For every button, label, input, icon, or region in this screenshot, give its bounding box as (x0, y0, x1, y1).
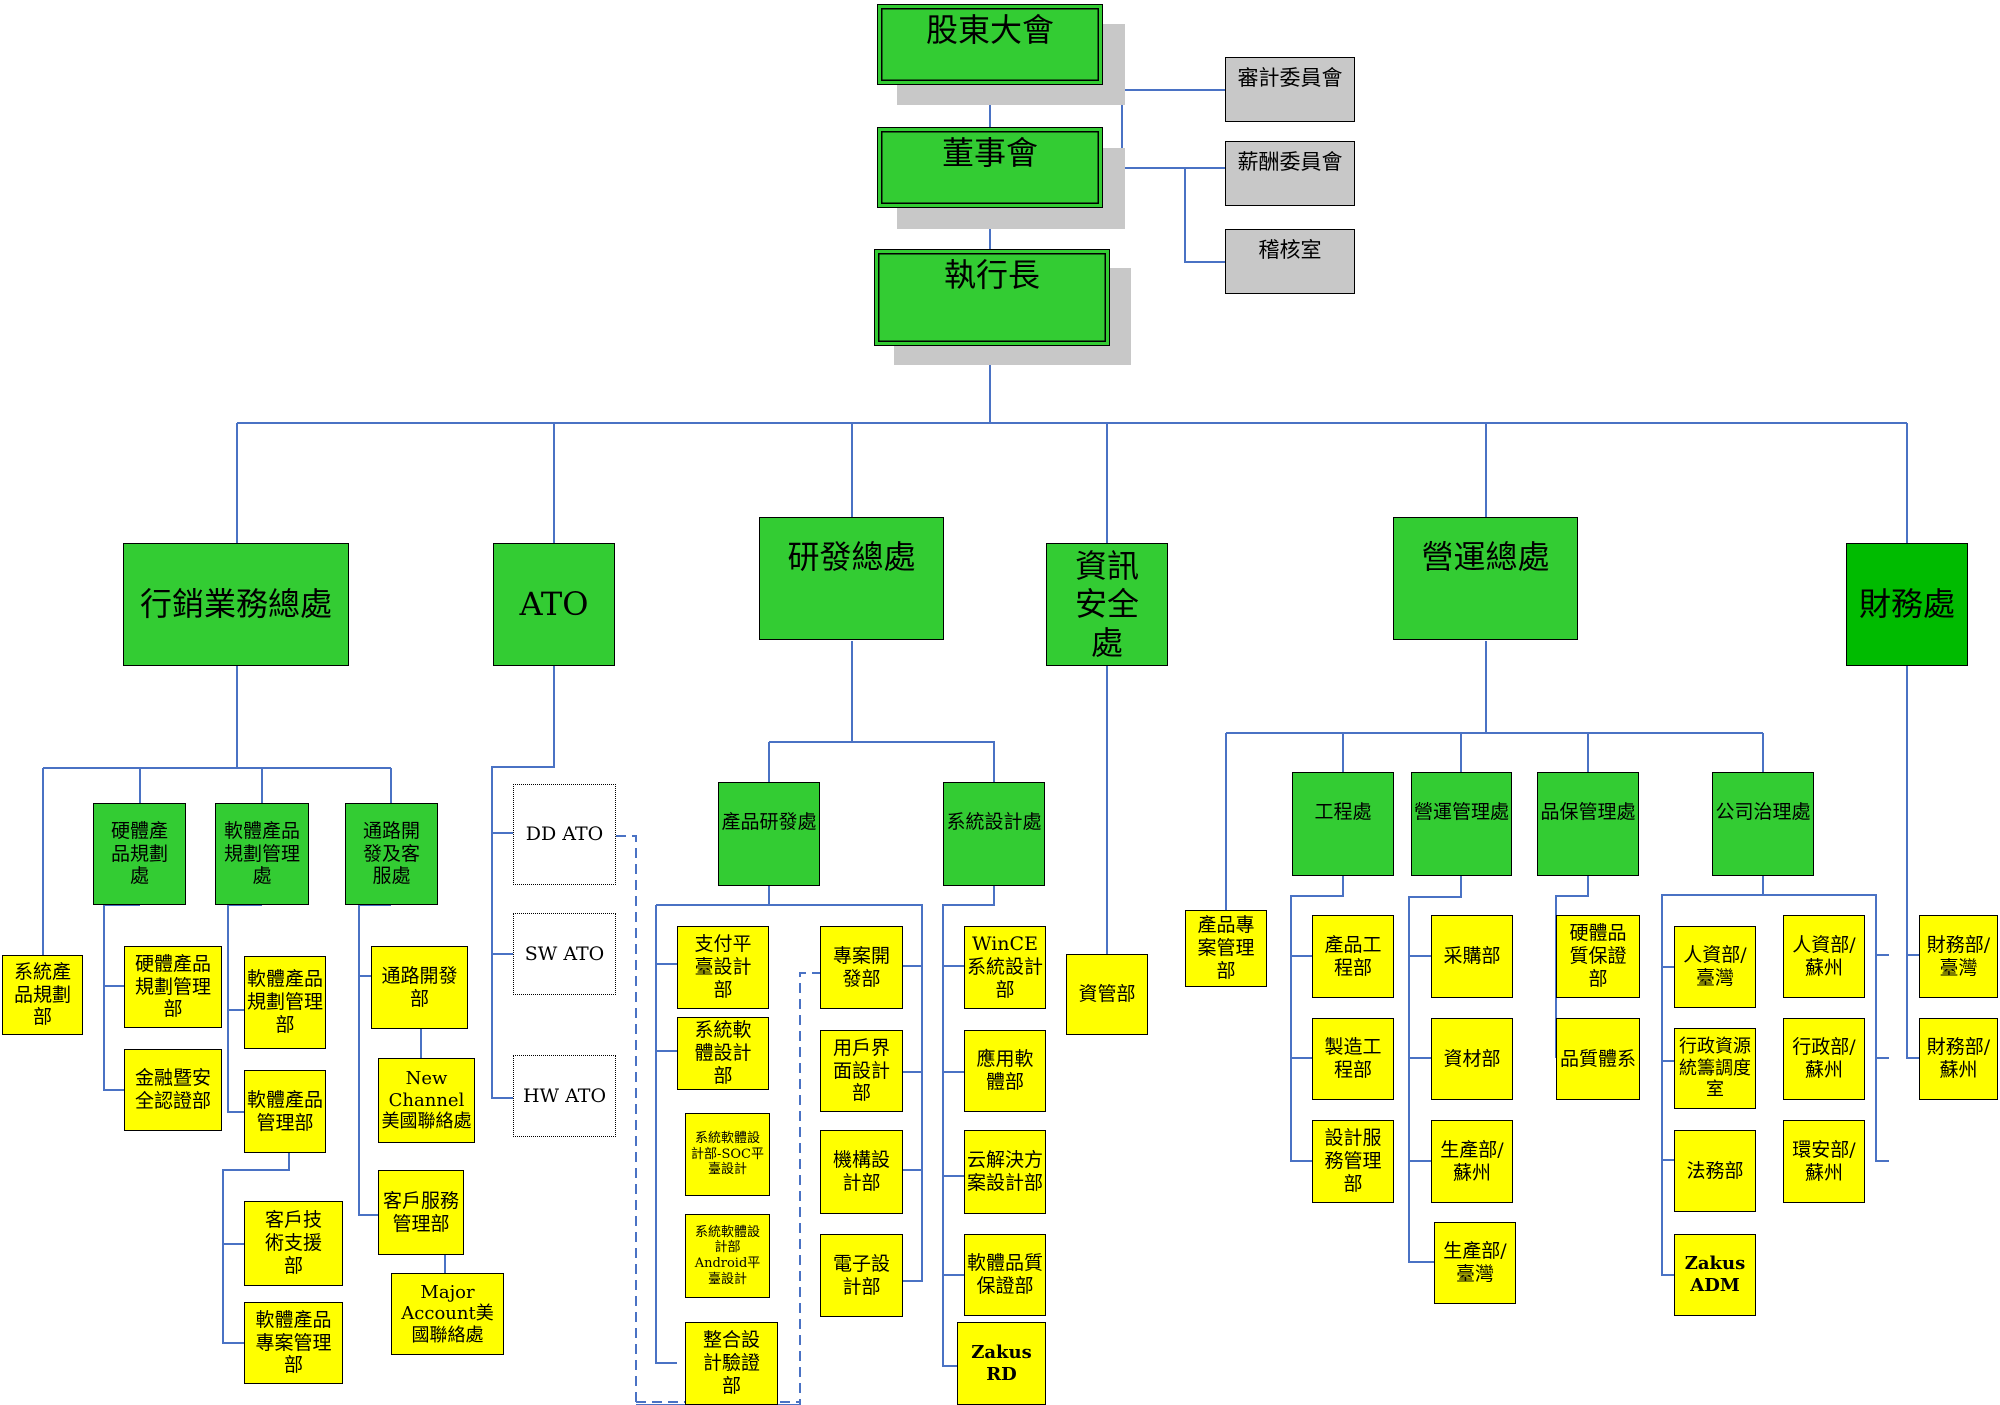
ops-mgmt-office-box: 營運管理處 (1411, 772, 1512, 876)
marketing-division-box: 行銷業務總處 (123, 543, 349, 666)
sys-product-planning-box: 系統產品規劃部 (2, 955, 83, 1035)
board-box: 董事會 (877, 127, 1103, 208)
manufacturing-eng-box: 製造工程部 (1312, 1018, 1394, 1100)
internal-audit-box: 稽核室 (1225, 229, 1355, 294)
cloud-box: 云解決方案設計部 (964, 1130, 1046, 1214)
fin-taiwan-box: 財務部/臺灣 (1919, 915, 1998, 998)
app-sw-box: 應用軟體部 (964, 1030, 1046, 1112)
admin-suzhou-box: 行政部/蘇州 (1783, 1018, 1865, 1100)
rnd-division-box: 研發總處 (759, 517, 944, 640)
hw-qa-box: 硬體品質保證部 (1556, 915, 1640, 998)
android-platform-box: 系統軟體設計部Android平臺設計 (685, 1214, 770, 1298)
sw-ato-box: SW ATO (513, 913, 616, 995)
soc-platform-box: 系統軟體設計部-SOC平臺設計 (685, 1113, 770, 1196)
channel-office-box: 通路開發及客服處 (345, 803, 438, 905)
sw-planning-dept-box: 軟體產品規劃管理部 (244, 956, 326, 1049)
governance-office-box: 公司治理處 (1712, 772, 1814, 876)
materials-box: 資材部 (1431, 1018, 1513, 1100)
sw-product-mgmt-box: 軟體產品管理部 (244, 1070, 326, 1153)
sw-planning-office-box: 軟體產品規劃管理處 (215, 803, 309, 905)
env-safety-suzhou-box: 環安部/蘇州 (1783, 1120, 1865, 1203)
production-taiwan-box: 生產部/臺灣 (1434, 1222, 1516, 1304)
major-account-box: Major Account美國聯絡處 (391, 1273, 504, 1355)
new-channel-box: New Channel美國聯絡處 (378, 1058, 475, 1143)
hw-ato-box: HW ATO (513, 1055, 616, 1137)
zakus-adm-box: Zakus ADM (1674, 1234, 1756, 1316)
hr-suzhou-box: 人資部/蘇州 (1783, 915, 1865, 998)
electronic-design-box: 電子設計部 (820, 1234, 903, 1317)
hr-taiwan-box: 人資部/臺灣 (1674, 926, 1756, 1008)
compensation-committee-box: 薪酬委員會 (1225, 141, 1355, 206)
engineering-office-box: 工程處 (1292, 772, 1394, 876)
zakus-rd-box: Zakus RD (957, 1322, 1046, 1405)
sw-project-mgmt-box: 軟體產品專案管理部 (244, 1302, 343, 1384)
integration-verification-box: 整合設計驗證部 (685, 1322, 778, 1405)
project-dev-box: 專案開發部 (820, 926, 903, 1009)
fin-suzhou-box: 財務部/蘇州 (1919, 1018, 1998, 1100)
customer-service-box: 客戶服務管理部 (378, 1170, 464, 1255)
hw-planning-dept-box: 硬體產品規劃管理部 (124, 946, 222, 1028)
ceo-box: 執行長 (874, 249, 1110, 346)
mech-design-box: 機構設計部 (820, 1130, 903, 1214)
procurement-box: 采購部 (1431, 915, 1513, 998)
it-dept-box: 資管部 (1066, 954, 1148, 1035)
qa-mgmt-office-box: 品保管理處 (1537, 772, 1639, 876)
finance-security-cert-box: 金融暨安全認證部 (124, 1049, 222, 1131)
payment-platform-box: 支付平臺設計部 (677, 926, 769, 1009)
customer-tech-support-box: 客戶技術支援部 (244, 1201, 343, 1286)
ui-design-box: 用戶界面設計部 (820, 1030, 903, 1112)
legal-box: 法務部 (1674, 1130, 1756, 1212)
finance-division-box: 財務處 (1846, 543, 1968, 666)
wince-box: WinCE系統設計部 (964, 926, 1046, 1009)
system-design-office-box: 系統設計處 (943, 782, 1045, 886)
operations-division-box: 營運總處 (1393, 517, 1578, 640)
sw-qa-box: 軟體品質保證部 (964, 1234, 1046, 1316)
audit-committee-box: 審計委員會 (1225, 57, 1355, 122)
quality-system-box: 品質體系 (1556, 1018, 1640, 1100)
admin-resource-box: 行政資源統籌調度室 (1674, 1028, 1756, 1109)
sys-sw-design-box: 系統軟體設計部 (677, 1017, 769, 1090)
product-rnd-office-box: 產品研發處 (718, 782, 820, 886)
hw-planning-office-box: 硬體產品規劃處 (93, 803, 186, 905)
product-eng-box: 產品工程部 (1312, 915, 1394, 998)
ato-division-box: ATO (493, 543, 615, 666)
product-project-box: 產品專案管理部 (1185, 910, 1267, 987)
production-suzhou-box: 生產部/蘇州 (1431, 1120, 1513, 1203)
design-service-box: 設計服務管理部 (1312, 1120, 1394, 1203)
shareholders-meeting-box: 股東大會 (877, 4, 1103, 85)
infosec-division-box: 資訊安全處 (1046, 543, 1168, 666)
channel-dept-box: 通路開發部 (371, 946, 468, 1029)
dd-ato-box: DD ATO (513, 784, 616, 885)
